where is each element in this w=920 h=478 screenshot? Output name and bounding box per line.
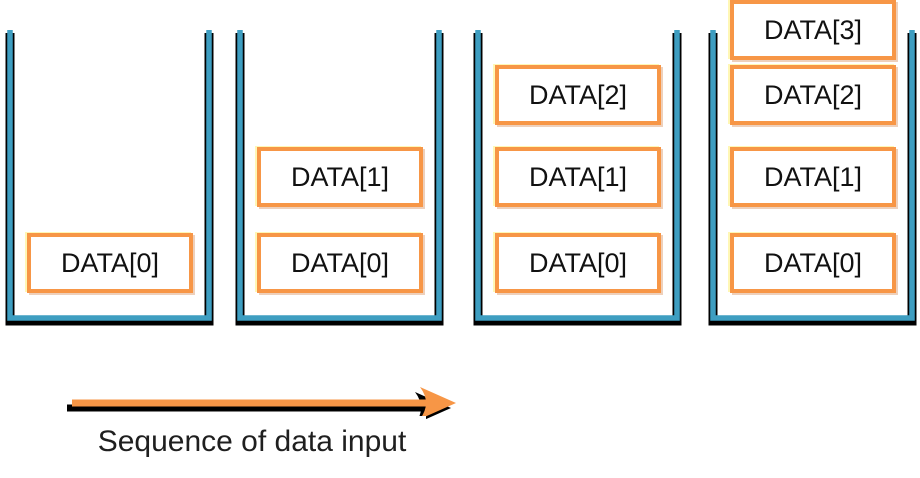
stack-item: DATA[1]: [257, 147, 423, 207]
stack-item: DATA[1]: [730, 147, 896, 207]
caption-label: Sequence of data input: [78, 416, 426, 468]
stack-walls-4: [708, 30, 917, 326]
stack-item: DATA[2]: [495, 65, 661, 125]
stack-walls-2: [235, 30, 444, 326]
stack-walls-3: [473, 30, 682, 326]
stack-container-1: DATA[0]: [0, 0, 220, 345]
wall-outline: [7, 30, 212, 321]
stack-item: DATA[0]: [27, 233, 193, 293]
stack-container-3: DATA[2] DATA[1] DATA[0]: [468, 0, 688, 345]
stack-item: DATA[0]: [495, 233, 661, 293]
stack-item: DATA[2]: [730, 65, 896, 125]
stack-walls-1: [5, 30, 214, 326]
stack-container-2: DATA[1] DATA[0]: [230, 0, 450, 345]
wall-outline: [237, 30, 442, 321]
wall-outline: [475, 30, 680, 321]
stack-item: DATA[1]: [495, 147, 661, 207]
wall-outline: [710, 30, 915, 321]
stack-item: DATA[3]: [730, 0, 896, 60]
stack-item: DATA[0]: [257, 233, 423, 293]
arrow-body: [72, 387, 456, 419]
stack-container-4: DATA[3] DATA[2] DATA[1] DATA[0]: [703, 0, 920, 345]
stack-item: DATA[0]: [730, 233, 896, 293]
